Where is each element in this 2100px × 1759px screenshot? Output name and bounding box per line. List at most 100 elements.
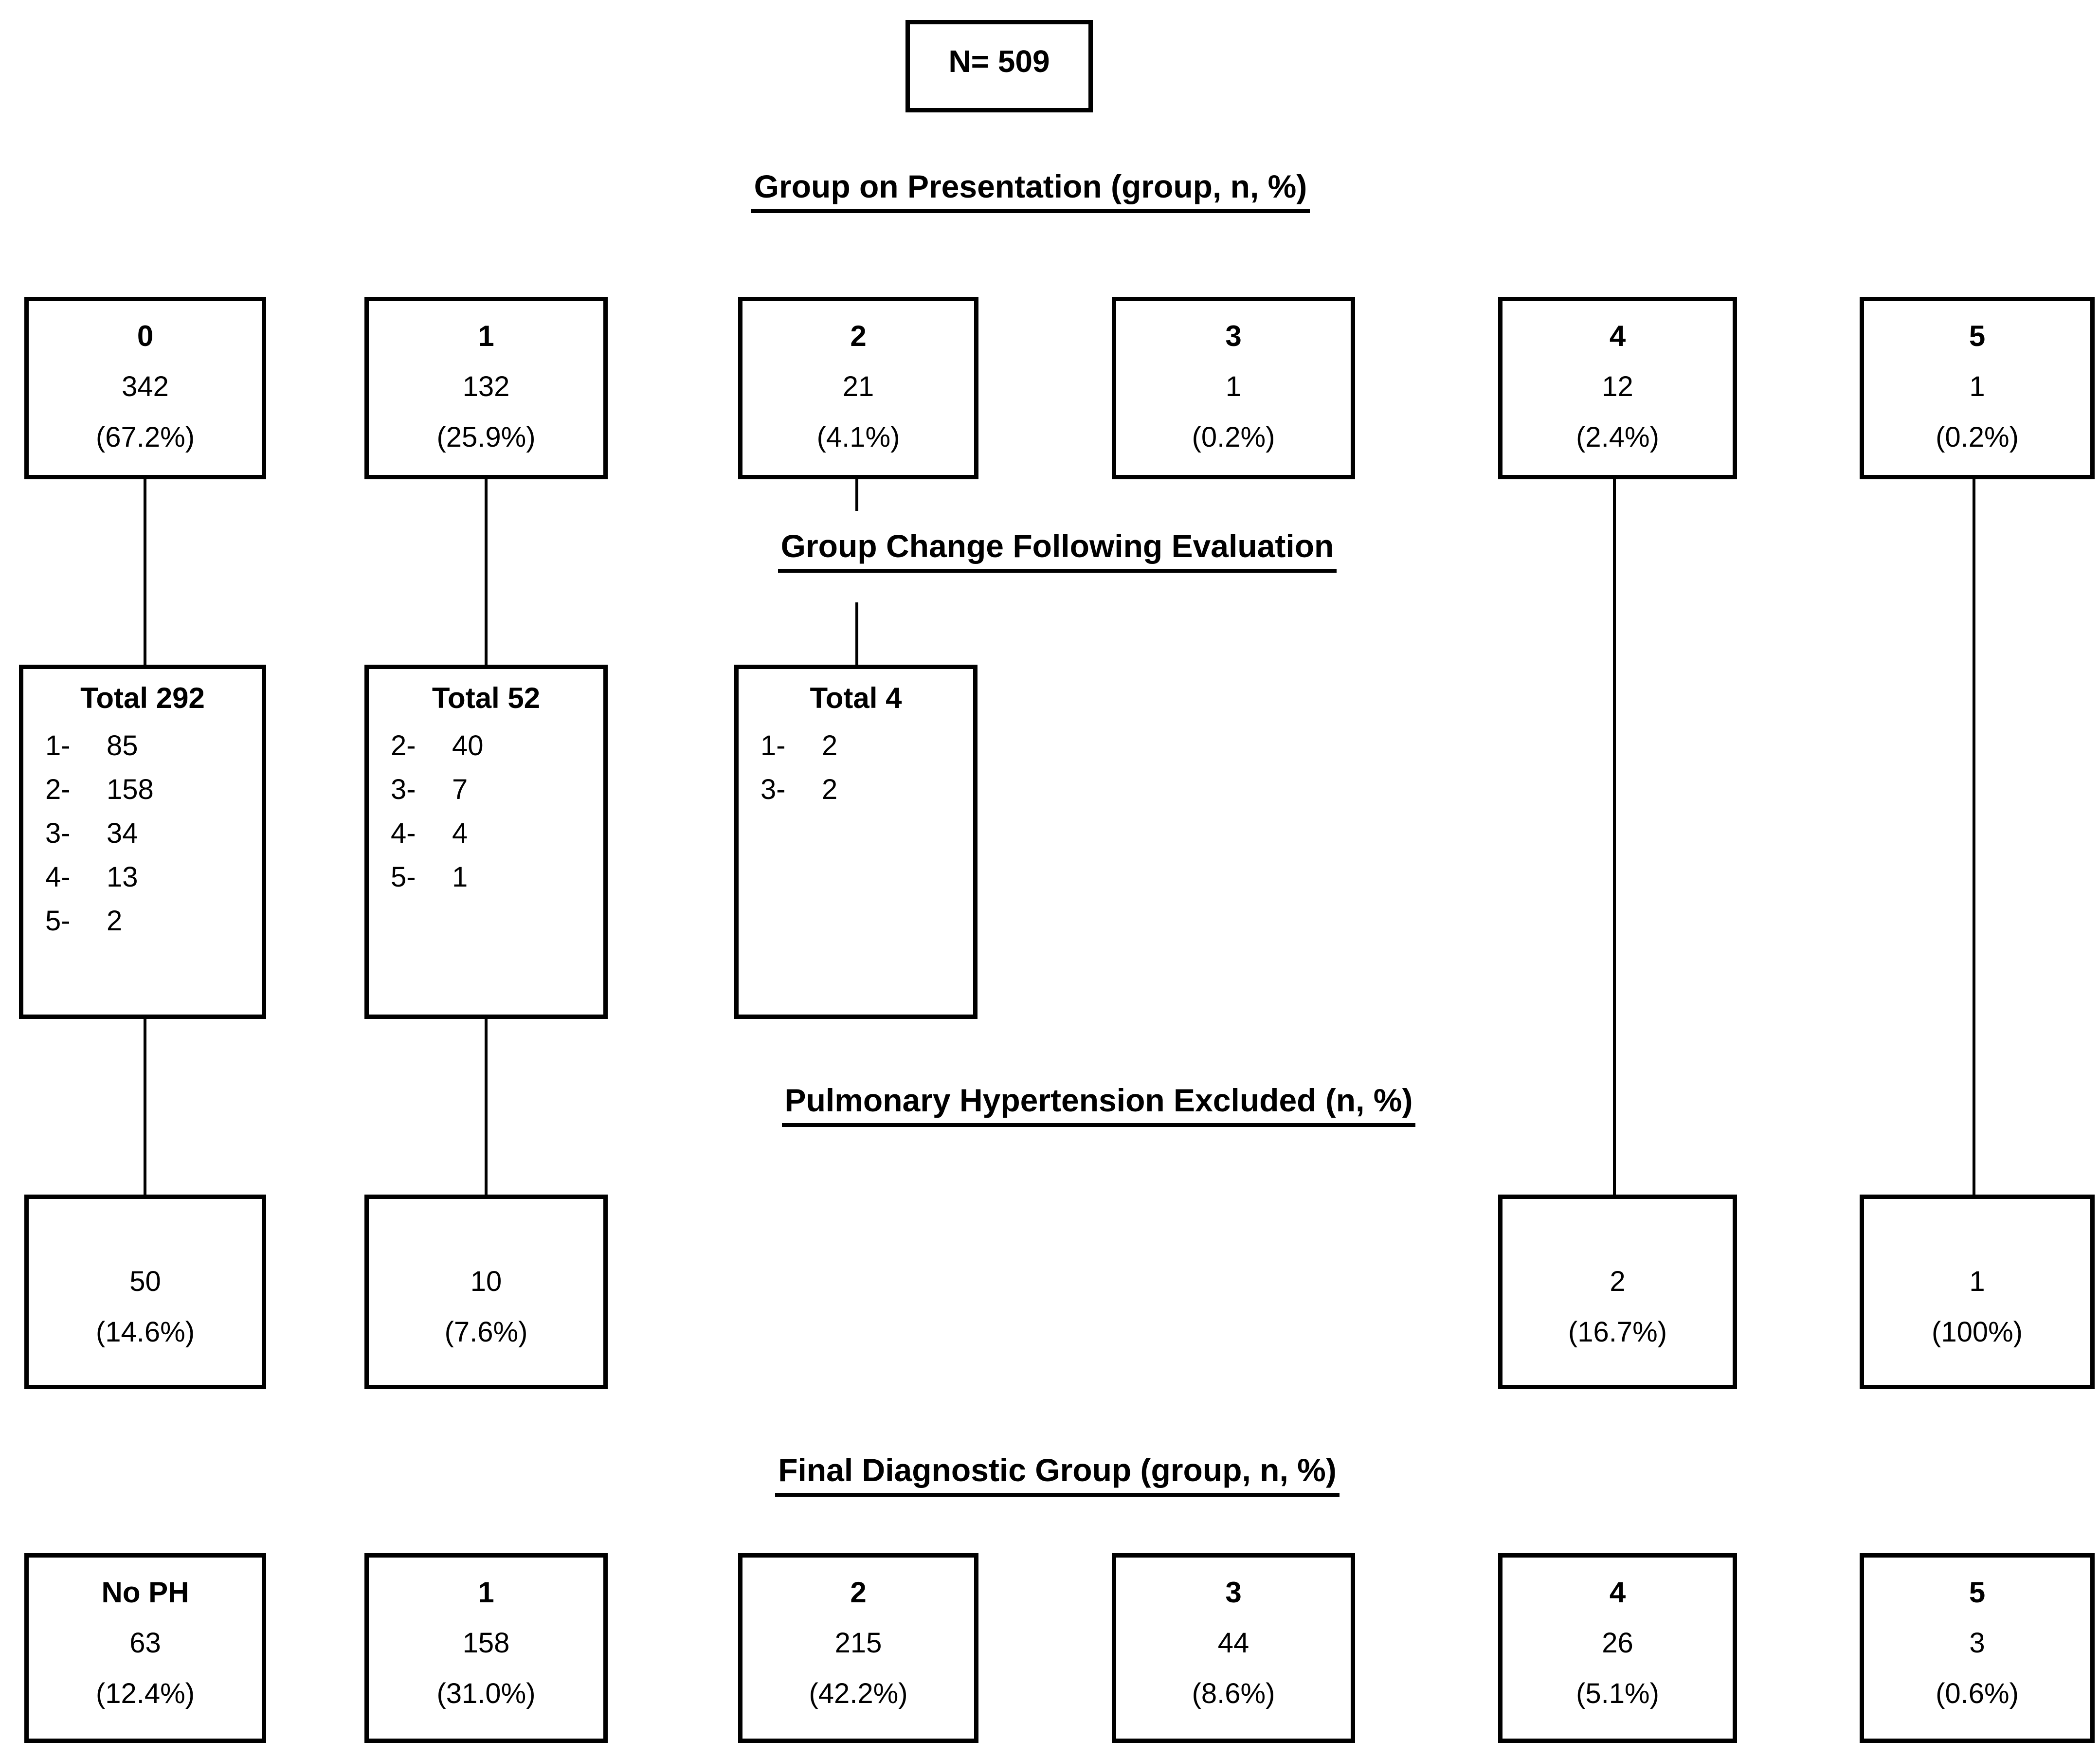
group-percent: (4.1%) — [816, 421, 900, 453]
item-label: 3- — [760, 774, 786, 805]
group-count: 21 — [842, 371, 874, 402]
group-change-item: 1- 85 — [23, 724, 262, 768]
final-group-box-3: 3 44 (8.6%) — [1112, 1553, 1355, 1743]
section-heading-ph-excluded: Pulmonary Hypertension Excluded (n, %) — [0, 1082, 2100, 1127]
section-heading-group-change-text: Group Change Following Evaluation — [778, 528, 1337, 573]
item-label: 5- — [45, 905, 71, 937]
group-change-item: 3- 34 — [23, 812, 262, 855]
presentation-group-box-4: 4 12 (2.4%) — [1498, 297, 1737, 479]
connector-line — [485, 1017, 488, 1196]
item-label: 4- — [45, 861, 71, 893]
item-value: 4 — [452, 817, 468, 849]
group-number: 4 — [1609, 320, 1626, 352]
excluded-percent: (16.7%) — [1568, 1316, 1667, 1348]
group-percent: (0.2%) — [1192, 421, 1275, 453]
group-number: 2 — [850, 1576, 867, 1609]
connector-line — [855, 602, 858, 667]
presentation-group-box-0: 0 342 (67.2%) — [24, 297, 266, 479]
ph-excluded-box-0: 50 (14.6%) — [24, 1195, 266, 1389]
group-change-item: 4- 4 — [369, 812, 603, 855]
item-label: 3- — [391, 774, 416, 805]
connector-line — [485, 477, 488, 667]
item-label: 1- — [45, 730, 71, 762]
group-change-item: 2- 158 — [23, 768, 262, 812]
excluded-count: 50 — [129, 1266, 161, 1297]
group-count: 158 — [462, 1627, 510, 1659]
excluded-count: 2 — [1610, 1266, 1626, 1297]
group-percent: (2.4%) — [1576, 421, 1659, 453]
final-group-box-0: No PH 63 (12.4%) — [24, 1553, 266, 1743]
ph-excluded-box-1: 10 (7.6%) — [364, 1195, 608, 1389]
group-number: 5 — [1969, 320, 1986, 352]
final-group-box-5: 5 3 (0.6%) — [1860, 1553, 2095, 1743]
group-count: 26 — [1602, 1627, 1633, 1659]
group-number: No PH — [101, 1576, 189, 1609]
cohort-size-box: N= 509 — [905, 20, 1093, 112]
group-change-item: 5- 2 — [23, 899, 262, 943]
item-value: 85 — [107, 730, 138, 762]
group-number: 5 — [1969, 1576, 1986, 1609]
group-change-box-0: Total 292 1- 85 2- 158 3- 34 4- 13 5- 2 — [19, 665, 266, 1019]
item-value: 2 — [822, 730, 838, 762]
group-change-item: 2- 40 — [369, 724, 603, 768]
section-heading-final-group: Final Diagnostic Group (group, n, %) — [0, 1452, 2100, 1497]
group-change-item: 3- 2 — [739, 768, 973, 812]
presentation-group-box-2: 2 21 (4.1%) — [738, 297, 978, 479]
group-change-box-2: Total 4 1-2 3-2 — [734, 665, 978, 1019]
item-value: 2 — [822, 774, 838, 805]
item-label: 2- — [45, 774, 71, 805]
ph-excluded-box-3: 1 (100%) — [1860, 1195, 2095, 1389]
group-change-total: Total 4 — [810, 682, 902, 714]
connector-line — [855, 477, 858, 511]
group-change-total: Total 52 — [432, 682, 541, 714]
group-number: 0 — [137, 320, 154, 352]
group-percent: (0.2%) — [1936, 421, 2019, 453]
group-number: 3 — [1225, 320, 1242, 352]
group-percent: (31.0%) — [436, 1678, 536, 1709]
presentation-group-box-1: 1 132 (25.9%) — [364, 297, 608, 479]
group-number: 3 — [1225, 1576, 1242, 1609]
final-group-box-1: 1 158 (31.0%) — [364, 1553, 608, 1743]
excluded-percent: (14.6%) — [95, 1316, 195, 1348]
group-number: 1 — [478, 320, 494, 352]
group-count: 3 — [1969, 1627, 1985, 1659]
ph-excluded-box-2: 2 (16.7%) — [1498, 1195, 1737, 1389]
section-heading-presentation: Group on Presentation (group, n, %) — [0, 168, 2100, 213]
group-percent: (5.1%) — [1576, 1678, 1659, 1709]
group-count: 342 — [122, 371, 169, 402]
group-number: 1 — [478, 1576, 494, 1609]
item-value: 13 — [107, 861, 138, 893]
connector-line — [144, 477, 146, 667]
group-percent: (12.4%) — [95, 1678, 195, 1709]
section-heading-group-change: Group Change Following Evaluation — [0, 528, 2100, 573]
item-label: 3- — [45, 817, 71, 849]
item-value: 34 — [107, 817, 138, 849]
final-group-box-4: 4 26 (5.1%) — [1498, 1553, 1737, 1743]
item-value: 40 — [452, 730, 484, 762]
presentation-group-box-5: 5 1 (0.2%) — [1860, 297, 2095, 479]
item-value: 7 — [452, 774, 468, 805]
group-percent: (67.2%) — [95, 421, 195, 453]
group-count: 63 — [129, 1627, 161, 1659]
presentation-group-box-3: 3 1 (0.2%) — [1112, 297, 1355, 479]
group-count: 44 — [1217, 1627, 1249, 1659]
excluded-count: 1 — [1969, 1266, 1985, 1297]
group-change-item: 4- 13 — [23, 855, 262, 899]
section-heading-presentation-text: Group on Presentation (group, n, %) — [751, 168, 1310, 213]
group-count: 12 — [1602, 371, 1633, 402]
group-change-item: 5-1 — [369, 855, 603, 899]
item-value: 158 — [107, 774, 154, 805]
group-percent: (42.2%) — [809, 1678, 908, 1709]
item-label: 4- — [391, 817, 416, 849]
group-percent: (25.9%) — [436, 421, 536, 453]
group-number: 2 — [850, 320, 867, 352]
group-change-total: Total 292 — [80, 682, 205, 714]
connector-line — [144, 1017, 146, 1196]
item-label: 2- — [391, 730, 416, 762]
group-count: 1 — [1225, 371, 1242, 402]
item-value: 2 — [107, 905, 123, 937]
group-count: 1 — [1969, 371, 1985, 402]
connector-line — [1973, 477, 1975, 1196]
item-value: 1 — [452, 861, 468, 893]
